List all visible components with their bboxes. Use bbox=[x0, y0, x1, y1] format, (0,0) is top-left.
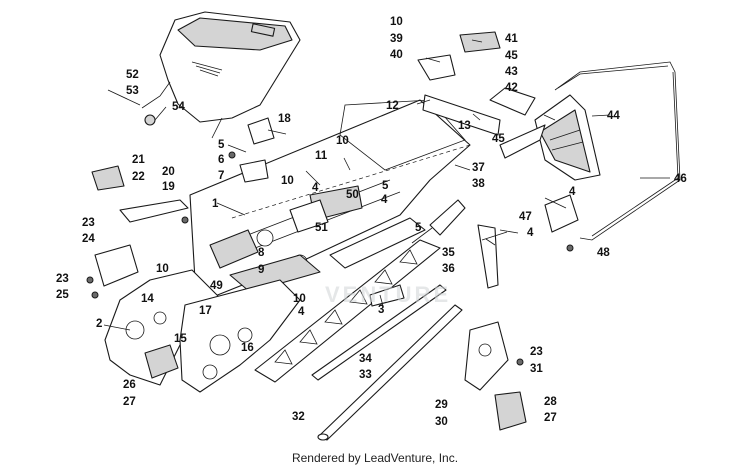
callout-8: 8 bbox=[258, 247, 265, 259]
watermark-text: VENTURE bbox=[325, 282, 451, 307]
callout-16: 16 bbox=[241, 342, 254, 354]
side-gusset[interactable] bbox=[429, 199, 466, 236]
callout-29: 29 bbox=[435, 399, 448, 411]
callout-15: 15 bbox=[174, 333, 187, 345]
callout-28: 28 bbox=[544, 396, 557, 408]
callout-12: 12 bbox=[386, 100, 399, 112]
callout-34: 34 bbox=[359, 353, 372, 365]
left-running-bracket[interactable] bbox=[94, 244, 139, 287]
callout-11: 11 bbox=[315, 150, 328, 162]
seat-mount-nut[interactable] bbox=[107, 89, 167, 126]
callout-4b: 4 bbox=[381, 194, 388, 206]
callout-7: 7 bbox=[218, 170, 224, 182]
callout-21: 21 bbox=[132, 154, 145, 166]
hitch-bracket[interactable] bbox=[544, 194, 579, 233]
callout-54: 54 bbox=[172, 101, 185, 113]
lower-brace[interactable] bbox=[369, 284, 405, 307]
tunnel-side-rail[interactable] bbox=[254, 239, 441, 383]
callout-32: 32 bbox=[292, 411, 305, 423]
callout-19: 19 bbox=[162, 181, 175, 193]
callout-24: 24 bbox=[82, 233, 95, 245]
callout-35: 35 bbox=[442, 247, 455, 259]
callout-9: 9 bbox=[258, 264, 264, 276]
callout-17: 17 bbox=[199, 305, 212, 317]
callout-5a: 5 bbox=[218, 139, 225, 151]
callout-6: 6 bbox=[218, 154, 224, 166]
callout-51: 51 bbox=[315, 222, 328, 234]
callout-33: 33 bbox=[359, 369, 372, 381]
callout-26: 26 bbox=[123, 379, 136, 391]
callout-10a: 10 bbox=[390, 16, 403, 28]
callout-23b: 23 bbox=[56, 273, 69, 285]
callout-23c: 23 bbox=[530, 346, 543, 358]
callout-10b: 10 bbox=[336, 135, 349, 147]
callout-50: 50 bbox=[346, 189, 359, 201]
callout-49: 49 bbox=[210, 280, 223, 292]
heat-shield[interactable] bbox=[239, 117, 275, 183]
callout-47: 47 bbox=[519, 211, 532, 223]
callout-4d: 4 bbox=[569, 186, 576, 198]
callout-46: 46 bbox=[674, 173, 687, 185]
axle-rod[interactable] bbox=[317, 304, 463, 441]
callout-31: 31 bbox=[530, 363, 543, 375]
callout-22: 22 bbox=[132, 171, 145, 183]
callout-3: 3 bbox=[378, 304, 384, 316]
callout-5c: 5 bbox=[415, 222, 422, 234]
callout-44: 44 bbox=[607, 110, 620, 122]
callout-30: 30 bbox=[435, 416, 448, 428]
callout-10e: 10 bbox=[293, 293, 306, 305]
running-board-traction-left[interactable] bbox=[209, 229, 321, 293]
callout-43: 43 bbox=[505, 66, 518, 78]
axle-shaft[interactable] bbox=[311, 284, 447, 381]
callout-25: 25 bbox=[56, 289, 69, 301]
callout-39: 39 bbox=[390, 33, 403, 45]
rear-bumper-bar[interactable] bbox=[554, 61, 681, 241]
callout-45a: 45 bbox=[505, 50, 518, 62]
tunnel-inner-rail[interactable] bbox=[329, 217, 426, 269]
callout-1: 1 bbox=[212, 198, 219, 210]
callout-13: 13 bbox=[458, 120, 471, 132]
callout-10d: 10 bbox=[156, 263, 169, 275]
rear-grab-strip[interactable] bbox=[422, 94, 546, 159]
left-foot-plate[interactable] bbox=[179, 279, 301, 393]
callout-53: 53 bbox=[126, 85, 139, 97]
callout-27b: 27 bbox=[544, 412, 557, 424]
seat-assembly[interactable] bbox=[141, 11, 301, 139]
leader-lines bbox=[103, 39, 670, 331]
callout-52: 52 bbox=[126, 69, 139, 81]
callout-4c: 4 bbox=[298, 306, 305, 318]
callout-4e: 4 bbox=[527, 227, 534, 239]
rear-bracket[interactable] bbox=[489, 87, 536, 116]
callout-4a: 4 bbox=[312, 182, 319, 194]
callout-23a: 23 bbox=[82, 217, 95, 229]
right-foot-cup[interactable] bbox=[494, 391, 527, 431]
mount-bolt[interactable] bbox=[86, 151, 574, 366]
center-bracket[interactable] bbox=[289, 199, 329, 233]
callout-5b: 5 bbox=[382, 180, 389, 192]
callout-42: 42 bbox=[505, 82, 518, 94]
callout-27a: 27 bbox=[123, 396, 136, 408]
right-foot-plate[interactable] bbox=[464, 321, 509, 391]
callout-36: 36 bbox=[442, 263, 455, 275]
front-loop-bracket[interactable] bbox=[119, 199, 189, 223]
rendered-by-credit: Rendered by LeadVenture, Inc. bbox=[291, 451, 459, 465]
callout-40: 40 bbox=[390, 49, 403, 61]
rear-flap-housing[interactable] bbox=[534, 94, 601, 181]
callout-41: 41 bbox=[505, 33, 518, 45]
callout-labels: 1 2 3 4 4 4 4 4 5 5 5 6 7 8 9 10 10 10 1… bbox=[56, 16, 687, 428]
callout-18: 18 bbox=[278, 113, 291, 125]
callout-14: 14 bbox=[141, 293, 154, 305]
callout-45b: 45 bbox=[492, 133, 505, 145]
callout-20: 20 bbox=[162, 166, 175, 178]
callout-48: 48 bbox=[597, 247, 610, 259]
callout-10c: 10 bbox=[281, 175, 294, 187]
strut-clamp[interactable] bbox=[477, 224, 499, 289]
callout-37: 37 bbox=[472, 162, 485, 174]
taillight-bracket[interactable] bbox=[417, 54, 456, 81]
callout-38: 38 bbox=[472, 178, 485, 190]
callout-2: 2 bbox=[96, 318, 102, 330]
trim-clip[interactable] bbox=[91, 165, 125, 191]
left-foot-cup[interactable] bbox=[144, 344, 179, 379]
